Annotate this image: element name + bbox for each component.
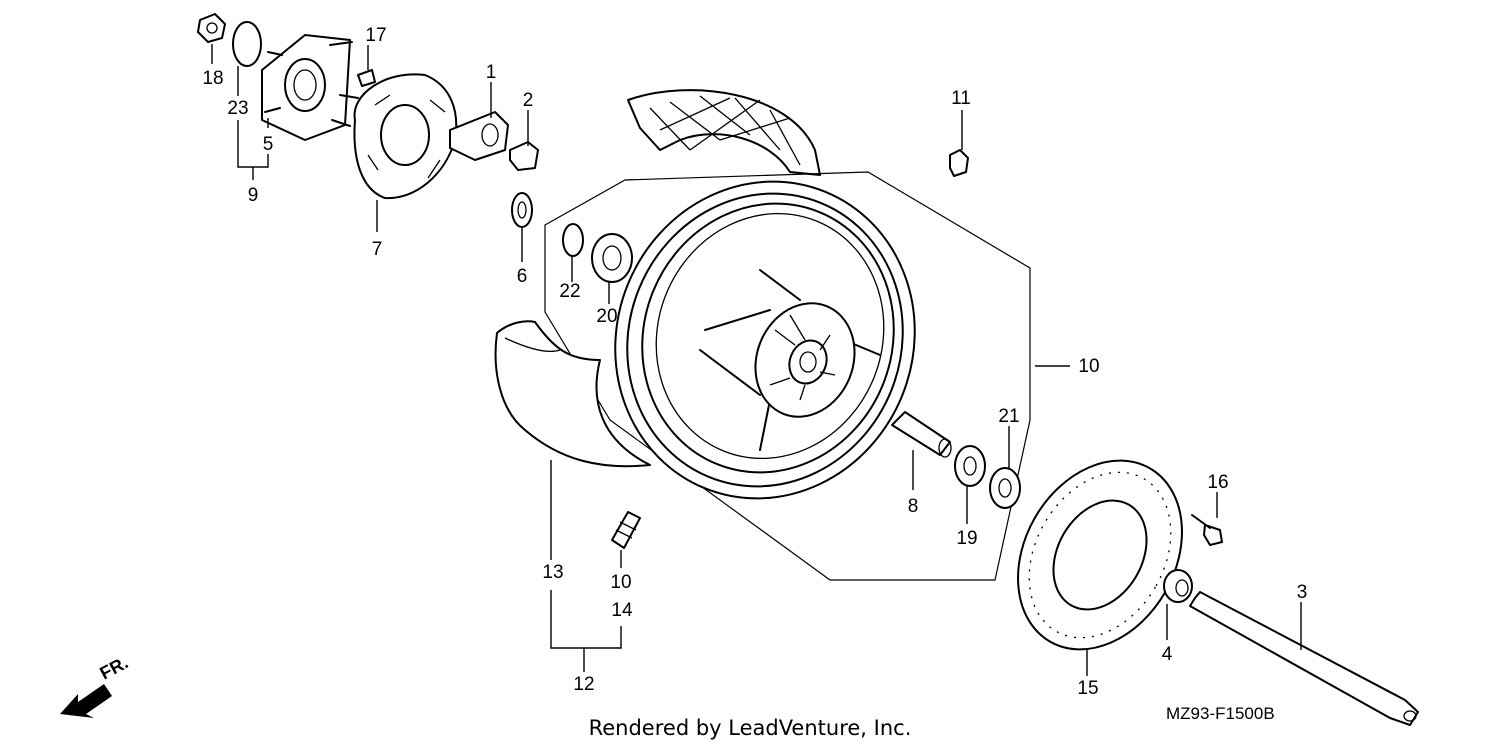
bearing-21[interactable] — [989, 467, 1021, 509]
driven-sprocket[interactable] — [353, 73, 458, 200]
callout-12[interactable]: 12 — [573, 674, 594, 695]
callout-6[interactable]: 6 — [517, 266, 528, 287]
callout-8[interactable]: 8 — [908, 496, 919, 517]
callout-17[interactable]: 17 — [365, 25, 386, 46]
tire-upper-half[interactable] — [627, 89, 821, 176]
callout-21[interactable]: 21 — [998, 406, 1019, 427]
clip-11[interactable] — [949, 149, 969, 177]
leader-lines — [211, 44, 1302, 676]
callout-4[interactable]: 4 — [1162, 644, 1173, 665]
callout-10-valve[interactable]: 10 — [610, 572, 631, 593]
tire-lower-half[interactable] — [494, 320, 651, 468]
distance-collar[interactable] — [891, 411, 952, 458]
side-collar[interactable] — [1163, 569, 1193, 603]
callout-22[interactable]: 22 — [559, 281, 580, 302]
o-ring[interactable] — [232, 21, 262, 67]
callout-1[interactable]: 1 — [486, 62, 497, 83]
callout-5[interactable]: 5 — [263, 134, 274, 155]
bearing-20[interactable] — [591, 233, 633, 283]
bearing-19[interactable] — [954, 445, 986, 487]
callout-23[interactable]: 23 — [227, 98, 248, 119]
hub-flange[interactable] — [261, 34, 359, 141]
wheel-damper[interactable] — [449, 111, 509, 161]
front-direction-label: FR. — [96, 656, 131, 684]
diagram-code: MZ93-F1500B — [1166, 704, 1275, 723]
front-direction-arrow-icon: FR. — [60, 656, 131, 718]
callout-7[interactable]: 7 — [372, 239, 383, 260]
washer-6[interactable] — [511, 192, 533, 228]
callout-9[interactable]: 9 — [248, 185, 259, 206]
callout-11[interactable]: 11 — [951, 88, 971, 109]
flange-nut[interactable] — [197, 13, 226, 43]
wheel-axle[interactable] — [1189, 591, 1419, 726]
collar-2[interactable] — [509, 141, 539, 171]
footer-credit: Rendered by LeadVenture, Inc. — [588, 716, 912, 740]
callout-3[interactable]: 3 — [1297, 582, 1308, 603]
callout-16[interactable]: 16 — [1207, 472, 1228, 493]
callout-2[interactable]: 2 — [523, 90, 534, 111]
callout-19[interactable]: 19 — [956, 528, 977, 549]
callout-18[interactable]: 18 — [202, 68, 223, 89]
callout-13[interactable]: 13 — [542, 562, 563, 583]
callout-10-wheel[interactable]: 10 — [1078, 356, 1099, 377]
tire-valve[interactable] — [611, 511, 641, 549]
wheel-rim[interactable] — [568, 136, 962, 544]
callout-15[interactable]: 15 — [1077, 678, 1098, 699]
callout-14[interactable]: 14 — [611, 600, 633, 621]
circlip[interactable] — [562, 223, 584, 257]
callout-20[interactable]: 20 — [596, 306, 617, 327]
disc-bolt[interactable] — [1191, 514, 1223, 546]
bolt-17[interactable] — [357, 69, 376, 87]
callout-labels: 1 2 3 4 5 6 7 8 9 10 10 11 12 13 14 15 1… — [202, 25, 1307, 699]
